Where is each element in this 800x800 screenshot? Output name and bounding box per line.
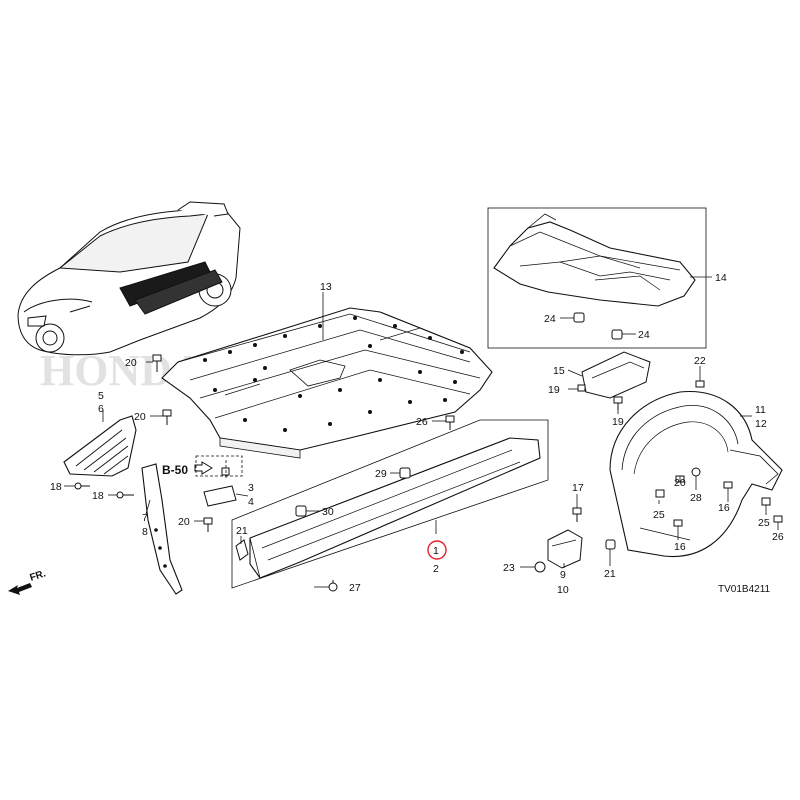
rear-under-cover [493,213,696,307]
clip-21 [235,539,249,561]
callout-24: 24 [638,329,650,341]
callout-11: 11 [755,404,766,416]
callout-1: 1 [433,545,439,557]
callout-3: 3 [248,482,254,494]
callout-18: 18 [92,490,104,502]
callout-labels: 13 14 20 20 5 6 26 18 18 7 8 3 4 20 21 2… [50,272,784,596]
clip-21 [605,539,616,550]
callout-8: 8 [142,526,148,538]
callout-10: 10 [557,584,569,596]
callout-1-highlight [427,540,447,560]
callout-29: 29 [375,468,387,480]
callout-22: 22 [694,355,706,367]
callout-2: 2 [433,563,439,575]
callout-27: 27 [349,582,361,594]
screw-20 [152,354,162,372]
callout-16: 16 [718,502,730,514]
callout-25: 25 [758,517,770,529]
callout-23: 23 [503,562,515,574]
screw-18 [116,491,134,499]
screw-26 [445,415,455,430]
screw-20 [203,517,213,532]
callout-25: 25 [653,509,665,521]
screw-22 [695,380,705,388]
callout-24: 24 [544,313,556,325]
clip-30 [295,505,307,517]
callout-20: 20 [178,516,190,528]
screw-25 [655,489,665,498]
leader-lines [64,276,779,588]
screw-20 [162,409,172,425]
screw-25 [761,497,771,506]
screw-16 [673,519,683,527]
bracket-3 [203,485,237,507]
callout-28: 28 [690,492,702,504]
callout-15: 15 [553,365,565,377]
screw-19 [613,396,623,410]
screw-18 [74,482,90,490]
diagram-code: TV01B4211 [718,584,771,595]
part-1-group-box [231,419,549,589]
floor-under-cover [161,307,493,459]
callout-16: 16 [674,541,686,553]
screw-17 [572,507,582,522]
part-14-group-box [487,207,707,349]
callout-5: 5 [98,390,104,402]
screw-19 [577,384,586,392]
callout-20: 20 [134,411,146,423]
callout-12: 12 [755,418,767,430]
clip-29 [399,467,411,479]
callout-4: 4 [248,496,254,508]
callout-9: 9 [560,569,566,581]
callout-18: 18 [50,481,62,493]
side-vent-garnish [63,415,137,477]
bracket-9 [547,529,583,569]
side-strip [141,463,183,595]
callout-17: 17 [572,482,584,494]
screw-16 [723,481,733,489]
callout-20: 20 [125,357,137,369]
clip-24 [611,329,623,340]
callout-19: 19 [612,416,624,428]
callout-7: 7 [142,512,148,524]
callout-13: 13 [320,281,332,293]
section-ref-arrow [194,455,243,477]
callout-26: 26 [772,531,784,543]
callout-6: 6 [98,403,104,415]
car-thumbnail [17,201,241,356]
callout-14: 14 [715,272,727,284]
screw-26 [773,515,783,523]
nut-28 [691,467,701,477]
callout-21: 21 [236,525,248,537]
clip-24 [573,312,585,323]
front-marker-label: FR. [29,568,48,584]
splash-guard-15 [581,351,651,399]
callout-20: 20 [674,477,686,489]
front-direction-arrow [8,583,32,595]
clip-21 [221,467,230,476]
callout-21: 21 [604,568,616,580]
nut-23 [534,561,546,573]
screw-27 [328,580,338,592]
callout-26: 26 [416,416,428,428]
callout-30: 30 [322,506,334,518]
section-ref-label: B-50 [162,463,188,477]
side-sill-garnish [249,437,541,579]
callout-19: 19 [548,384,560,396]
